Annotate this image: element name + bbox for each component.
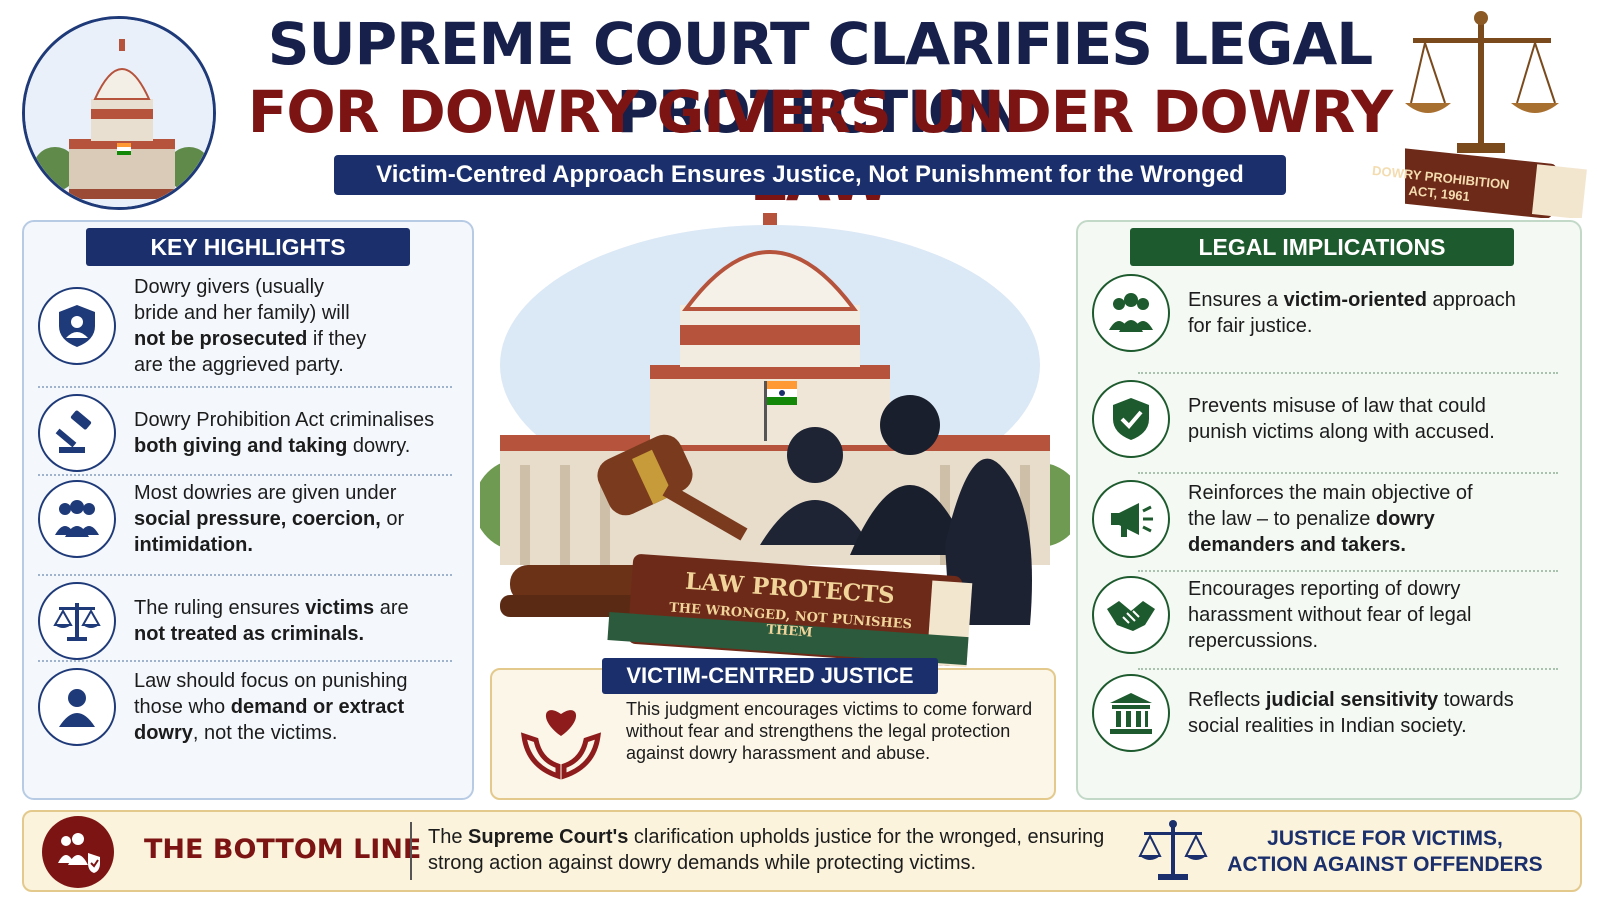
divider [1138, 570, 1558, 572]
victim-centred-justice-box: VICTIM-CENTRED JUSTICE This judgment enc… [490, 658, 1056, 800]
supreme-court-illustration: LAW PROTECTS THE WRONGED, NOT PUNISHES T… [474, 205, 1082, 670]
handshake-icon [1092, 576, 1170, 654]
person-icon [38, 668, 116, 746]
scales-and-book-illustration: DOWRY PROHIBITION ACT, 1961 [1353, 8, 1595, 220]
highlight-item: The ruling ensures victims are not treat… [38, 582, 458, 660]
divider [38, 574, 452, 576]
megaphone-icon [1092, 480, 1170, 558]
highlight-item: Dowry Prohibition Act criminalises both … [38, 394, 458, 472]
shield-check-icon [1092, 380, 1170, 458]
family-shield-icon [42, 816, 114, 888]
implication-item: Reinforces the main objective of the law… [1092, 480, 1562, 558]
separator [410, 822, 412, 880]
highlight-item: Dowry givers (usually bride and her fami… [38, 274, 458, 378]
bottom-line-label: THE BOTTOM LINE [144, 834, 422, 865]
victim-centred-heading: VICTIM-CENTRED JUSTICE [602, 658, 938, 694]
people-icon [1092, 274, 1170, 352]
supreme-court-building-illustration [25, 19, 213, 207]
divider [1138, 668, 1558, 670]
highlight-item: Most dowries are given under social pres… [38, 480, 458, 558]
group-icon [38, 480, 116, 558]
page-title-line1: SUPREME COURT CLARIFIES LEGAL PROTECTION [267, 10, 1373, 146]
divider [1138, 372, 1558, 374]
highlight-item: Law should focus on punishing those who … [38, 668, 458, 746]
bottom-line-text: The Supreme Court's clarification uphold… [428, 826, 1105, 874]
scales-icon [1353, 11, 1587, 220]
legal-implications-heading: LEGAL IMPLICATIONS [1130, 228, 1514, 266]
subtitle-banner: Victim-Centred Approach Ensures Justice,… [334, 155, 1286, 195]
key-highlights-heading: KEY HIGHLIGHTS [86, 228, 410, 266]
gavel-icon [38, 394, 116, 472]
legal-implications-panel: LEGAL IMPLICATIONS Ensures a victim-orie… [1076, 220, 1582, 800]
scales-icon [1138, 818, 1208, 884]
divider [38, 386, 452, 388]
shield-person-icon [38, 287, 116, 365]
implication-item: Prevents misuse of law that could punish… [1092, 380, 1562, 458]
implication-item: Ensures a victim-oriented approach for f… [1092, 274, 1562, 352]
implication-item: Reflects judicial sensitivity towards so… [1092, 674, 1562, 752]
bottom-tagline: JUSTICE FOR VICTIMS, ACTION AGAINST OFFE… [1227, 827, 1543, 876]
bottom-line-bar: THE BOTTOM LINE The Supreme Court's clar… [22, 810, 1582, 892]
victim-centred-text: This judgment encourages victims to come… [626, 699, 1033, 763]
courthouse-icon [1092, 674, 1170, 752]
divider [38, 474, 452, 476]
implication-item: Encourages reporting of dowry harassment… [1092, 576, 1562, 654]
supreme-court-logo [22, 16, 216, 210]
scales-icon [38, 582, 116, 660]
divider [38, 660, 452, 662]
heart-hands-icon [518, 696, 604, 782]
divider [1138, 472, 1558, 474]
key-highlights-panel: KEY HIGHLIGHTS Dowry givers (usually bri… [22, 220, 474, 800]
